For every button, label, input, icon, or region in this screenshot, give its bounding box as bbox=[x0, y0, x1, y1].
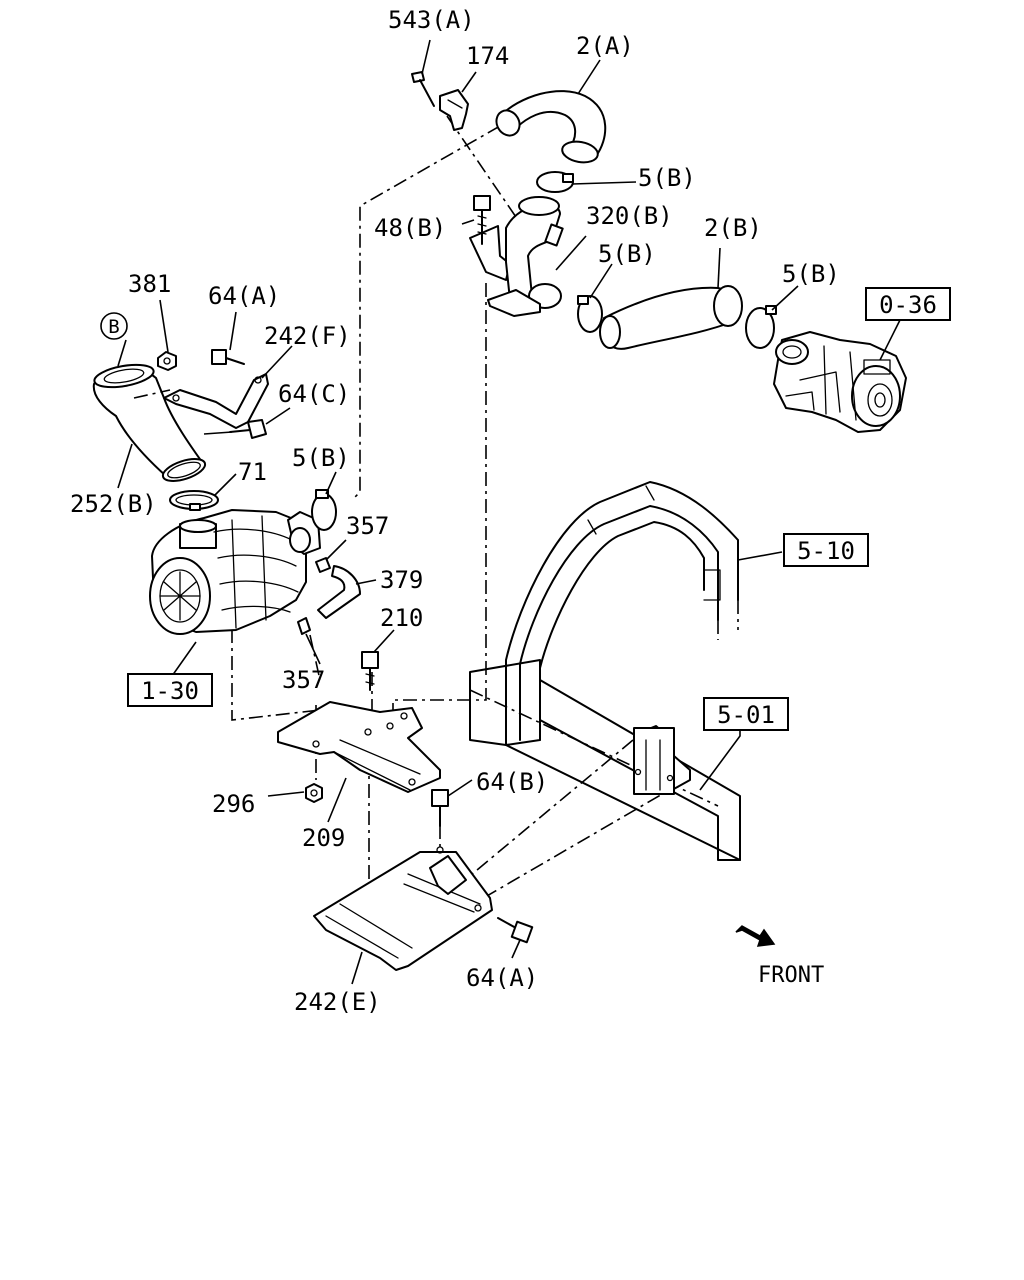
cab-mount-frame bbox=[505, 481, 739, 746]
label-48b: 48(B) bbox=[374, 214, 446, 242]
intake-elbow-320b bbox=[469, 196, 564, 317]
label-2b: 2(B) bbox=[704, 214, 762, 242]
label-357-lower: 357 bbox=[282, 666, 325, 694]
turbocharger bbox=[773, 331, 907, 433]
ref-box-1-30[interactable]: 1-30 bbox=[127, 673, 213, 707]
alignment-lines bbox=[231, 115, 684, 901]
label-242e: 242(E) bbox=[294, 988, 381, 1016]
ref-box-5-01[interactable]: 5-01 bbox=[703, 697, 789, 731]
label-71: 71 bbox=[238, 458, 267, 486]
svg-text:1-30: 1-30 bbox=[141, 677, 199, 705]
label-210: 210 bbox=[380, 604, 423, 632]
ref-box-5-10[interactable]: 5-10 bbox=[783, 533, 869, 567]
hose-clamp-5b-left bbox=[577, 295, 603, 333]
inlet-duct-252b bbox=[92, 363, 207, 482]
hose-2a bbox=[495, 90, 607, 164]
air-cleaner bbox=[149, 509, 321, 635]
label-5b-cleaner: 5(B) bbox=[292, 444, 350, 472]
bolt-64a-upper bbox=[211, 349, 245, 365]
hose-clamp-5b-cleaner bbox=[311, 489, 337, 531]
bolt-64b bbox=[431, 789, 449, 827]
label-296: 296 bbox=[212, 790, 255, 818]
svg-text:B: B bbox=[108, 316, 119, 338]
sensor-174 bbox=[439, 89, 469, 131]
arrow-front-icon bbox=[735, 925, 776, 947]
hose-2b bbox=[599, 285, 743, 350]
bracket-242e bbox=[313, 846, 493, 971]
drain-hose-379 bbox=[317, 565, 361, 619]
label-5b-right: 5(B) bbox=[782, 260, 840, 288]
label-381: 381 bbox=[128, 270, 171, 298]
label-2a: 2(A) bbox=[576, 32, 634, 60]
label-543a: 543(A) bbox=[388, 6, 475, 34]
bracket-209 bbox=[277, 701, 441, 793]
bolt-210 bbox=[361, 651, 379, 691]
part-labels: 543(A) 174 2(A) 5(B) 48(B) 320(B) 2(B) 5… bbox=[70, 6, 840, 1016]
label-64c: 64(C) bbox=[278, 380, 350, 408]
hose-clamp-5b-upper bbox=[536, 171, 574, 193]
bolt-64c bbox=[229, 419, 267, 439]
screw-543a bbox=[411, 71, 435, 107]
label-320b: 320(B) bbox=[586, 202, 673, 230]
nut-381 bbox=[157, 351, 177, 371]
label-5b-left: 5(B) bbox=[598, 240, 656, 268]
svg-text:0-36: 0-36 bbox=[879, 291, 937, 319]
svg-text:5-01: 5-01 bbox=[717, 701, 775, 729]
nut-296 bbox=[305, 783, 323, 803]
bolt-64a-lower bbox=[497, 917, 534, 944]
label-242f: 242(F) bbox=[264, 322, 351, 350]
cab-support-bracket bbox=[633, 725, 691, 795]
label-357-upper: 357 bbox=[346, 512, 389, 540]
svg-text:5-10: 5-10 bbox=[797, 537, 855, 565]
label-64a-lower: 64(A) bbox=[466, 964, 538, 992]
ref-box-0-36[interactable]: 0-36 bbox=[865, 287, 951, 321]
label-209: 209 bbox=[302, 824, 345, 852]
bolt-48b bbox=[473, 195, 491, 245]
chassis-frame bbox=[469, 659, 741, 861]
hose-clamp-5b-right bbox=[745, 305, 777, 349]
label-252b: 252(B) bbox=[70, 490, 157, 518]
label-64b: 64(B) bbox=[476, 768, 548, 796]
clip-357-lower bbox=[297, 617, 311, 635]
stay-242f bbox=[163, 373, 269, 429]
label-front: FRONT bbox=[758, 963, 824, 988]
hose-clamp-71 bbox=[169, 490, 219, 511]
label-5b-upper: 5(B) bbox=[638, 164, 696, 192]
label-379: 379 bbox=[380, 566, 423, 594]
label-174: 174 bbox=[466, 42, 509, 70]
clip-357-upper bbox=[315, 557, 331, 573]
circle-marker-b: B bbox=[100, 312, 128, 340]
label-64a-upper: 64(A) bbox=[208, 282, 280, 310]
